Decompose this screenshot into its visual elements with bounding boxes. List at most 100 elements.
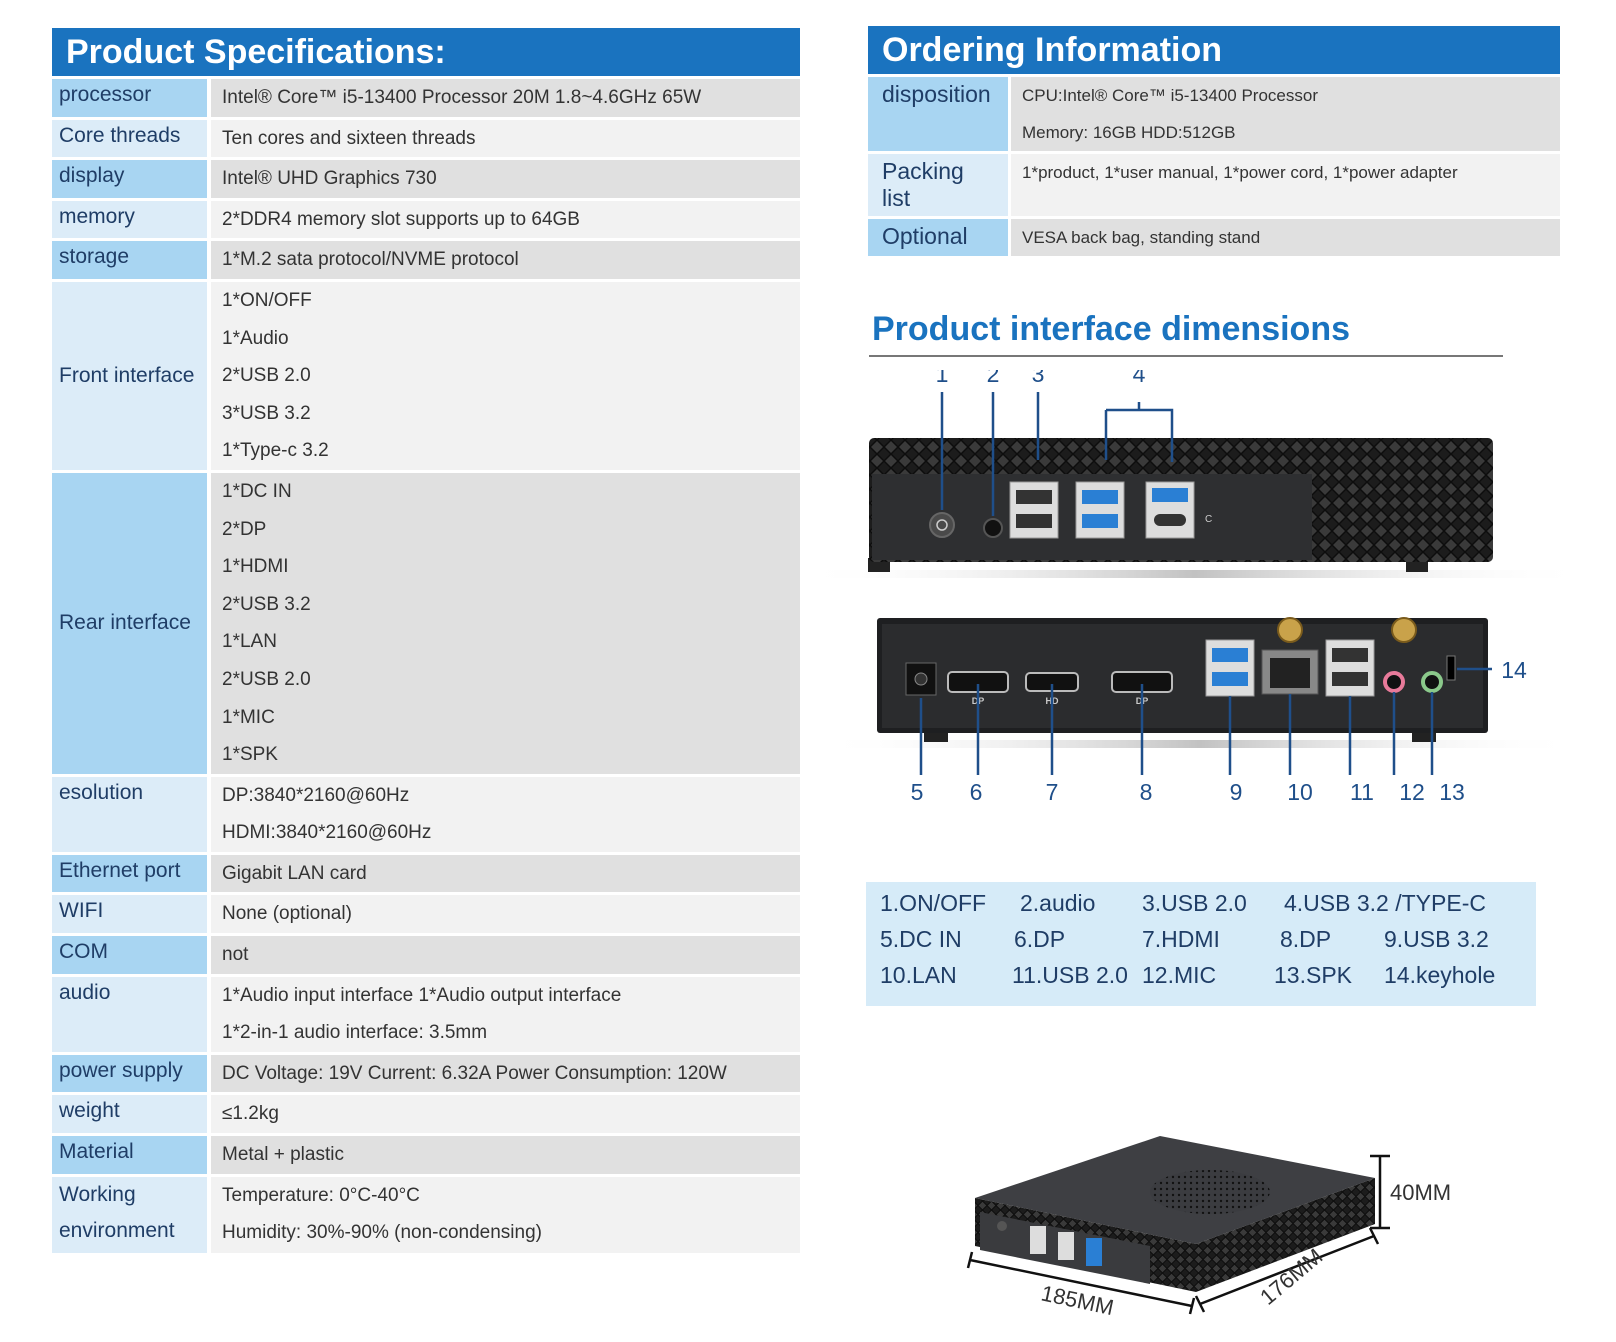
spec-row: storage 1*M.2 sata protocol/NVME protocol xyxy=(52,241,800,279)
spec-value-line: Humidity: 30%-90% (non-condensing) xyxy=(222,1222,542,1244)
spec-label: Material xyxy=(52,1136,207,1174)
spec-value-line: 2*USB 3.2 xyxy=(222,593,311,615)
antenna-connector-1 xyxy=(1277,617,1303,643)
ordering-row: Optional VESA back bag, standing stand xyxy=(868,219,1560,256)
ordering-label: Optional xyxy=(868,219,1008,256)
spec-value-line: 2*DDR4 memory slot supports up to 64GB xyxy=(222,208,580,230)
power-button-icon xyxy=(929,512,955,538)
ordering-label: Packing list xyxy=(868,154,1008,216)
rear-callout-12: 12 xyxy=(1399,779,1425,805)
front-view: C 1 2 3 4 xyxy=(800,370,1590,578)
front-callout-4: 4 xyxy=(1133,370,1146,387)
front-callout-lines xyxy=(940,392,1174,516)
rear-callout-13: 13 xyxy=(1439,779,1465,805)
interface-dimensions-title: Product interface dimensions xyxy=(872,310,1350,348)
front-callout-2: 2 xyxy=(987,370,1000,387)
spec-label: WIFI xyxy=(52,895,207,934)
spec-label: Rear interface xyxy=(52,472,207,774)
spec-values: Intel® UHD Graphics 730 xyxy=(211,160,800,198)
spec-label: storage xyxy=(52,241,207,279)
spec-label: weight xyxy=(52,1095,207,1134)
rear-callout-lines xyxy=(919,667,1492,775)
legend-item: 12.MIC xyxy=(1142,962,1217,988)
rear-callout-5: 5 xyxy=(911,779,924,805)
spec-values: ≤1.2kg xyxy=(211,1095,800,1134)
legend-item: 10.LAN xyxy=(880,962,957,988)
spec-values: Metal + plastic xyxy=(211,1136,800,1174)
spec-value-line: Ten cores and sixteen threads xyxy=(222,127,476,149)
spec-value-line: 1*HDMI xyxy=(222,556,289,578)
spec-row: display Intel® UHD Graphics 730 xyxy=(52,160,800,198)
rear-callout-7: 7 xyxy=(1046,779,1059,805)
spk-jack-icon xyxy=(1421,671,1443,693)
spec-label: esolution xyxy=(52,776,207,852)
spec-value-line: 2*DP xyxy=(222,518,267,540)
legend-item: 5.DC IN xyxy=(880,926,962,952)
spec-value-line: 1*Audio input interface 1*Audio output i… xyxy=(222,984,622,1006)
spec-values: Temperature: 0°C-40°C Humidity: 30%-90% (… xyxy=(211,1176,800,1253)
ordering-label: disposition xyxy=(868,77,1008,151)
spec-values: 1*M.2 sata protocol/NVME protocol xyxy=(211,241,800,279)
top-vent xyxy=(1150,1170,1270,1214)
rear-callout-10: 10 xyxy=(1287,779,1313,805)
spec-value-line: Temperature: 0°C-40°C xyxy=(222,1184,420,1206)
keyhole-slot xyxy=(1446,655,1456,681)
audio-jack-icon xyxy=(983,518,1003,538)
front-port-mark: C xyxy=(1205,514,1212,525)
spec-value-line: Metal + plastic xyxy=(222,1144,344,1166)
rear-callout-14: 14 xyxy=(1501,657,1527,683)
dimension-height: 40MM xyxy=(1390,1180,1451,1205)
spec-value-line: 1*M.2 sata protocol/NVME protocol xyxy=(222,249,519,271)
legend-item: 14.keyhole xyxy=(1384,962,1496,988)
device-side xyxy=(1196,1178,1375,1292)
rear-shadow xyxy=(820,740,1580,748)
product-dimensions-diagram: 40MM 185MM 176MM xyxy=(966,1136,1451,1320)
ordering-value-line: VESA back bag, standing stand xyxy=(1022,228,1261,247)
spec-value-line: 1*Audio xyxy=(222,327,289,349)
spec-label: Ethernet port xyxy=(52,854,207,893)
spec-values: DC Voltage: 19V Current: 6.32A Power Con… xyxy=(211,1054,800,1093)
spec-value-line: 1*SPK xyxy=(222,744,278,766)
spec-label: power supply xyxy=(52,1054,207,1093)
ordering-values: 1*product, 1*user manual, 1*power cord, … xyxy=(1011,154,1560,216)
spec-value-line: Intel® UHD Graphics 730 xyxy=(222,168,437,190)
rear-callout-8: 8 xyxy=(1140,779,1153,805)
spec-row: Ethernet port Gigabit LAN card xyxy=(52,854,800,893)
power-symbol-icon xyxy=(936,519,948,531)
ordering-values: VESA back bag, standing stand xyxy=(1011,219,1560,256)
spec-label: Front interface xyxy=(52,281,207,470)
spec-value-line: Gigabit LAN card xyxy=(222,862,367,884)
spec-value-line: 2*USB 2.0 xyxy=(222,365,311,387)
spec-value-line: 2*USB 2.0 xyxy=(222,668,311,690)
spec-values: Gigabit LAN card xyxy=(211,854,800,893)
spec-label: display xyxy=(52,160,207,198)
legend-item: 2.audio xyxy=(1020,890,1096,916)
legend-item: 7.HDMI xyxy=(1142,926,1220,952)
ordering-row: Packing list 1*product, 1*user manual, 1*… xyxy=(868,154,1560,216)
front-callout-1: 1 xyxy=(936,370,949,387)
spec-values: None (optional) xyxy=(211,895,800,934)
spec-values: not xyxy=(211,936,800,974)
spec-label: audio xyxy=(52,976,207,1052)
type-c-port-icon xyxy=(1154,514,1186,526)
spec-row: weight≤1.2kg xyxy=(52,1095,800,1134)
spec-label: memory xyxy=(52,200,207,239)
rear-callout-11: 11 xyxy=(1350,779,1374,805)
antenna-connector-2 xyxy=(1391,617,1417,643)
spec-values: Ten cores and sixteen threads xyxy=(211,119,800,158)
spec-value-line: 1*DC IN xyxy=(222,480,292,502)
spec-value-line: 1*2-in-1 audio interface: 3.5mm xyxy=(222,1022,488,1044)
legend-item: 3.USB 2.0 xyxy=(1142,890,1247,916)
ordering-value-line: 1*product, 1*user manual, 1*power cord, … xyxy=(1022,163,1458,182)
